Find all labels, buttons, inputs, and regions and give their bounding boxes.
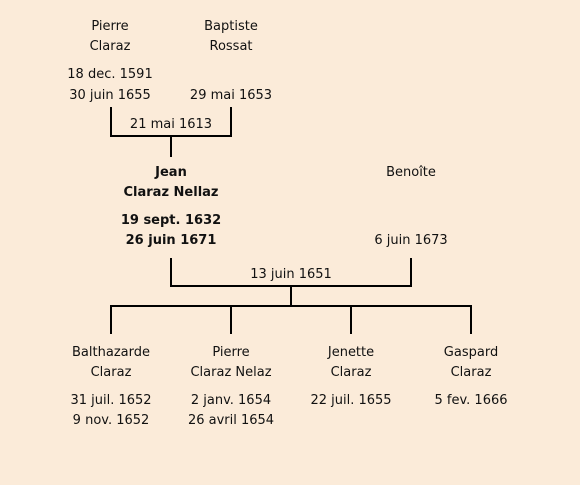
father-birth-date: 18 dec. 1591 <box>67 67 153 82</box>
spouse-first-name: Benoîte <box>386 165 436 180</box>
mother-first-name: Baptiste <box>204 19 258 34</box>
father-first-name: Pierre <box>91 19 129 34</box>
child-birth-date: 2 janv. 1654 <box>190 393 272 408</box>
child-death-date: 26 avril 1654 <box>187 413 275 428</box>
child-last-name: Claraz <box>330 365 372 380</box>
child-last-name: Claraz <box>90 365 132 380</box>
father-death-date: 30 juin 1655 <box>69 88 151 103</box>
child-last-name: Claraz <box>450 365 492 380</box>
parents-marriage-date: 21 mai 1613 <box>129 117 213 132</box>
child-birth-date: 5 fev. 1666 <box>434 393 508 408</box>
child-first-name: Balthazarde <box>72 345 150 360</box>
focus-last-name: Claraz Nellaz <box>123 185 219 200</box>
child-first-name: Gaspard <box>443 345 499 360</box>
child-birth-date: 31 juil. 1652 <box>70 393 152 408</box>
child-death-date: 9 nov. 1652 <box>72 413 150 428</box>
child-first-name: Pierre <box>212 345 250 360</box>
child-first-name: Jenette <box>327 345 375 360</box>
mother-death-date: 29 mai 1653 <box>189 88 273 103</box>
child-last-name: Claraz Nelaz <box>190 365 272 380</box>
spouse-death-date: 6 juin 1673 <box>374 233 448 248</box>
child-birth-date: 22 juil. 1655 <box>310 393 392 408</box>
focus-birth-date: 19 sept. 1632 <box>120 213 222 228</box>
focus-death-date: 26 juin 1671 <box>125 233 217 248</box>
mother-last-name: Rossat <box>209 39 253 54</box>
father-last-name: Claraz <box>89 39 131 54</box>
marriage-date: 13 juin 1651 <box>250 267 332 282</box>
focus-first-name: Jean <box>155 165 187 180</box>
